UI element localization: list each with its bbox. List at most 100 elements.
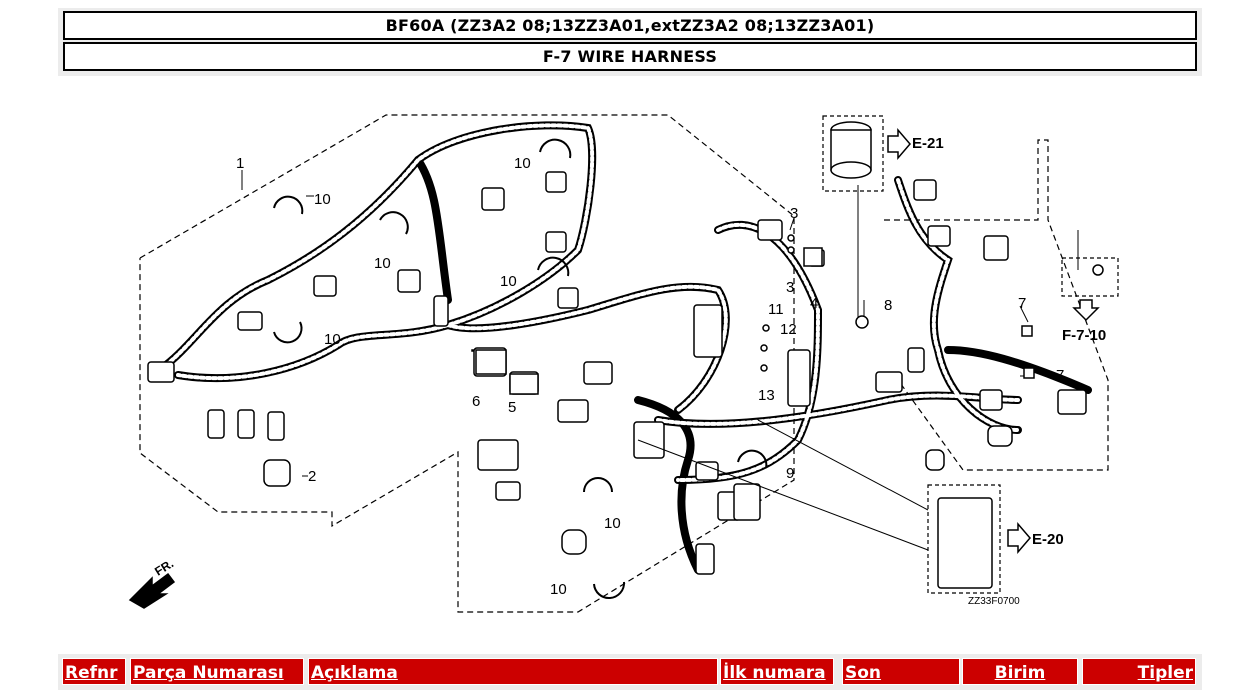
- clip: [273, 195, 304, 215]
- callout-4: 4: [810, 295, 818, 312]
- connector: [545, 231, 567, 253]
- connector: [495, 481, 521, 501]
- callout-6: 6: [472, 393, 480, 410]
- small-parts: [475, 234, 1104, 395]
- diagram-code: ZZ33F0700: [968, 596, 1020, 607]
- callout-10a: 10: [314, 191, 331, 208]
- callout-10f: 10: [604, 515, 621, 532]
- model-title: BF60A (ZZ3A2 08;13ZZ3A01,extZZ3A2 08;13Z…: [63, 11, 1197, 40]
- clip: [593, 581, 626, 600]
- callout-10e: 10: [500, 273, 517, 290]
- clip: [537, 256, 570, 277]
- connector: [927, 225, 951, 247]
- callout-labels: 1 2 3 3 4 5 6 7 7 8 9 10 10 10 10 10 10 …: [236, 155, 1064, 598]
- col-types[interactable]: Tipler: [1082, 658, 1196, 685]
- connector: [633, 421, 665, 459]
- connector: [557, 399, 589, 423]
- col-last[interactable]: Son: [842, 658, 960, 685]
- ref-f710: F-7-10: [1062, 327, 1106, 344]
- connector: [433, 295, 449, 327]
- callout-10b: 10: [374, 255, 391, 272]
- part-3b: [787, 246, 795, 254]
- callout-10d: 10: [514, 155, 531, 172]
- callout-12: 12: [780, 321, 797, 338]
- frame-left: [139, 114, 795, 613]
- arrow-e21: [887, 127, 911, 161]
- callout-2: 2: [308, 468, 316, 485]
- f710-box: [1061, 257, 1119, 297]
- connector: [207, 409, 225, 439]
- e20-box: [927, 484, 1001, 594]
- connector: [561, 529, 587, 555]
- connector: [583, 361, 613, 385]
- callout-8: 8: [884, 297, 892, 314]
- callout-3a: 3: [790, 205, 798, 222]
- connector: [267, 411, 285, 441]
- bolt-7b: [1023, 367, 1035, 379]
- part-11: [762, 324, 770, 332]
- connector: [913, 179, 937, 201]
- callout-5: 5: [508, 399, 516, 416]
- connector: [733, 483, 761, 521]
- connector: [237, 409, 255, 439]
- connector: [693, 304, 723, 358]
- clip: [273, 321, 303, 344]
- part-12: [760, 344, 768, 352]
- connector: [545, 171, 567, 193]
- e21-box: [822, 115, 884, 192]
- connector: [263, 459, 291, 487]
- connector: [397, 269, 421, 293]
- parts-table-header: Refnr Parça Numarası Açıklama İlk numara…: [58, 654, 1202, 690]
- e21-part: [830, 121, 872, 179]
- arrow-f710: [1072, 299, 1100, 322]
- ref-fr: FR.: [152, 556, 176, 578]
- connector: [983, 235, 1009, 261]
- part-13: [760, 364, 768, 372]
- terminal: [1092, 264, 1104, 276]
- connector: [557, 287, 579, 309]
- connectors: [147, 171, 1087, 589]
- connector: [695, 461, 719, 481]
- part-3: [787, 234, 795, 242]
- part-5: [509, 373, 539, 395]
- callout-1: 1: [236, 155, 244, 172]
- title-block: BF60A (ZZ3A2 08;13ZZ3A01,extZZ3A2 08;13Z…: [58, 8, 1202, 76]
- part-8: [855, 315, 869, 329]
- connector: [757, 219, 783, 241]
- col-unit[interactable]: Birim: [962, 658, 1078, 685]
- ref-arrows: [128, 127, 1100, 609]
- connector: [477, 439, 519, 471]
- callout-7b: 7: [1056, 367, 1064, 384]
- col-first-number[interactable]: İlk numara: [720, 658, 834, 685]
- connector: [875, 371, 903, 393]
- clip: [379, 211, 409, 235]
- connector: [695, 543, 715, 575]
- col-part-number[interactable]: Parça Numarası: [130, 658, 304, 685]
- connector: [481, 187, 505, 211]
- frame-right: [884, 139, 1109, 471]
- connector: [987, 425, 1013, 447]
- bolt-7a: [1021, 325, 1033, 337]
- part-6: [475, 349, 507, 375]
- ref-e20: E-20: [1032, 531, 1064, 548]
- callout-7a: 7: [1018, 295, 1026, 312]
- leader-lines: [241, 170, 1079, 551]
- connector: [925, 449, 945, 471]
- col-refnr[interactable]: Refnr: [62, 658, 126, 685]
- section-title: F-7 WIRE HARNESS: [63, 42, 1197, 71]
- connector: [787, 349, 811, 407]
- connector: [1057, 389, 1087, 415]
- part-4: [803, 247, 823, 267]
- col-description[interactable]: Açıklama: [308, 658, 718, 685]
- connector: [237, 311, 263, 331]
- connector: [147, 361, 175, 383]
- clips: [273, 138, 768, 600]
- control-unit: [937, 497, 993, 589]
- callout-9: 9: [786, 465, 794, 482]
- arrow-e20: [1007, 521, 1031, 555]
- fr-arrow: [128, 572, 176, 609]
- connector: [907, 347, 925, 373]
- callout-3b: 3: [786, 279, 794, 296]
- callout-13: 13: [758, 387, 775, 404]
- clip: [737, 449, 768, 469]
